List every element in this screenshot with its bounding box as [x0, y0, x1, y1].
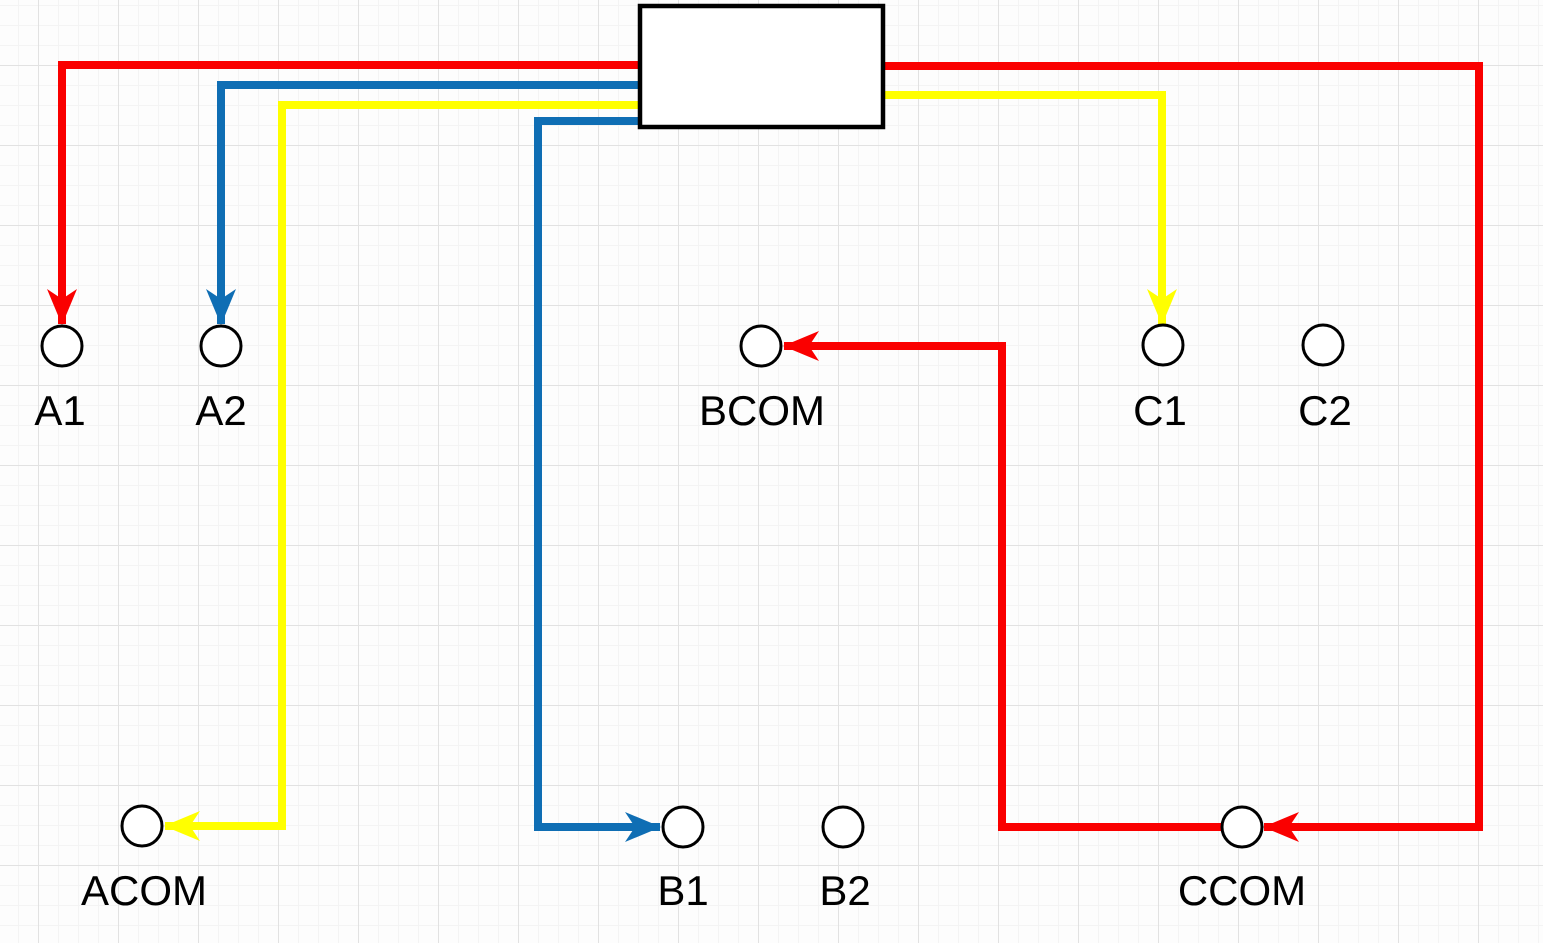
wire-blue-box-to-b1[interactable] [534, 117, 661, 842]
terminal-label-b1: B1 [657, 867, 708, 914]
terminal-label-c2: C2 [1298, 387, 1352, 434]
wire-red-box-to-ccom[interactable] [883, 62, 1483, 842]
wire-red-ccom-to-bcom[interactable] [783, 331, 1221, 831]
terminal-b1: B1 [657, 805, 709, 914]
terminal-circle-b1[interactable] [661, 805, 705, 849]
terminal-label-ccom: CCOM [1178, 867, 1306, 914]
terminal-bcom: BCOM [699, 324, 825, 434]
terminal-circle-acom[interactable] [120, 804, 164, 848]
terminal-a1: A1 [34, 324, 86, 434]
terminal-label-acom: ACOM [81, 867, 207, 914]
terminal-label-c1: C1 [1133, 387, 1187, 434]
terminal-label-a1: A1 [34, 387, 85, 434]
terminal-c1: C1 [1133, 323, 1187, 434]
terminal-circle-c2[interactable] [1301, 323, 1345, 367]
terminal-circle-ccom[interactable] [1220, 805, 1264, 849]
terminal-a2: A2 [195, 324, 247, 434]
terminal-label-b2: B2 [819, 867, 870, 914]
terminal-b2: B2 [819, 805, 871, 914]
wire-yellow-box-to-acom[interactable] [164, 101, 640, 841]
terminal-label-bcom: BCOM [699, 387, 825, 434]
terminal-circle-a1[interactable] [40, 324, 84, 368]
terminal-circle-b2[interactable] [821, 805, 865, 849]
terminal-circle-bcom[interactable] [739, 324, 783, 368]
wire-red-box-to-a1[interactable] [47, 61, 640, 325]
wire-blue-box-to-a2[interactable] [206, 81, 640, 325]
terminal-circle-c1[interactable] [1141, 323, 1185, 367]
wires-group [47, 61, 1483, 842]
control-box[interactable] [637, 3, 886, 130]
wire-yellow-box-to-c1[interactable] [883, 91, 1177, 325]
terminal-acom: ACOM [81, 804, 207, 914]
terminal-circle-a2[interactable] [199, 324, 243, 368]
terminal-label-a2: A2 [195, 387, 246, 434]
terminal-c2: C2 [1298, 323, 1352, 434]
terminal-ccom: CCOM [1178, 805, 1306, 914]
